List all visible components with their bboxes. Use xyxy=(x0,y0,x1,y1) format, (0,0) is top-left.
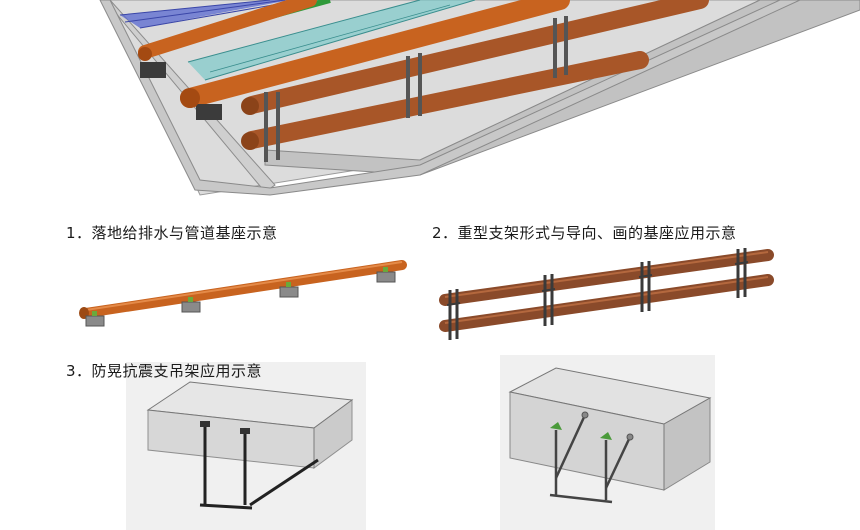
caption-floor-standing-pipe: 1．落地给排水与管道基座示意 xyxy=(66,224,278,242)
seismic-bracket-diagram-left xyxy=(126,362,366,530)
seismic-bracket-diagram-right xyxy=(500,355,715,530)
caption-seismic-bracket: 3．防晃抗震支吊架应用示意 xyxy=(66,362,263,380)
concrete-base xyxy=(85,271,396,327)
cable-tray-teal xyxy=(187,0,476,81)
pipe-rack-stacked xyxy=(241,0,709,162)
utility-tunnel-3d-view xyxy=(99,0,860,196)
heavy-support-rack-diagram xyxy=(439,248,774,340)
caption-heavy-support: 2．重型支架形式与导向、画的基座应用示意 xyxy=(432,224,737,242)
pipe-orange-middle xyxy=(180,0,570,120)
cable-tray-blue xyxy=(119,0,291,29)
floor-standing-pipe-diagram xyxy=(79,260,407,327)
pipe-orange-left xyxy=(138,0,317,78)
